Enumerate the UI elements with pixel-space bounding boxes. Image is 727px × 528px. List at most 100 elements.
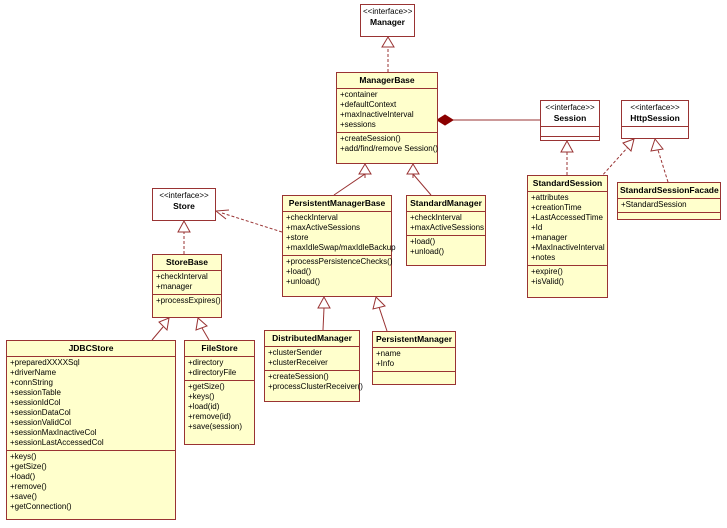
operation: +isValid() (531, 277, 564, 286)
attribute: +sessionMaxInactiveCol (10, 428, 97, 437)
empty-compartment (541, 126, 599, 136)
class-name: DistributedManager (272, 333, 352, 343)
class-header: StoreBase (153, 255, 221, 270)
class-header: StandardManager (407, 196, 485, 211)
class-header: PersistentManagerBase (283, 196, 391, 211)
jdbcstore-class[interactable]: JDBCStore+preparedXXXXSql+driverName+con… (6, 340, 176, 520)
persistentmanagerbase-class[interactable]: PersistentManagerBase+checkInterval+maxA… (282, 195, 396, 297)
operation: +getSize() (10, 462, 47, 471)
stereotype-label: <<interface>> (630, 103, 680, 112)
attributes-compartment: +clusterSender+clusterReceiver (265, 346, 359, 370)
attribute: +manager (156, 282, 193, 291)
stereotype-label: <<interface>> (159, 191, 209, 200)
operations-compartment (373, 371, 455, 381)
attribute: +directory (188, 358, 224, 367)
persistentmanager-extends-pmb (378, 306, 388, 332)
attribute: +creationTime (531, 203, 582, 212)
class-name: PersistentManagerBase (288, 198, 386, 208)
class-header: DistributedManager (265, 331, 359, 346)
realization-arrowhead (560, 139, 574, 153)
pmb-uses-store (221, 212, 283, 233)
attribute: +connString (10, 378, 53, 387)
distributedmanager-class[interactable]: DistributedManager +clusterSender+cluster… (264, 330, 363, 402)
operation: +load(id) (188, 402, 220, 411)
operations-compartment: +processExpires() (153, 294, 221, 308)
class-name: ManagerBase (359, 75, 415, 85)
class-name: FileStore (201, 343, 238, 353)
class-header: FileStore (185, 341, 254, 356)
attribute: +maxIdleSwap/maxIdleBackup (286, 243, 396, 252)
class-name: Store (173, 201, 195, 211)
realization-arrowhead (381, 36, 395, 48)
operation: +getSize() (188, 382, 225, 391)
operations-compartment: +keys()+getSize()+load()+remove()+save()… (7, 450, 175, 514)
attribute: +LastAccessedTime (531, 213, 603, 222)
attribute: +manager (531, 233, 568, 242)
attribute: +directoryFile (188, 368, 237, 377)
standardsession-realizes-httpsession (599, 146, 629, 179)
standardmanager-extends-managerbase (412, 172, 432, 196)
operation: +load() (10, 472, 36, 481)
facade-realizes-httpsession (657, 149, 669, 183)
httpsession-interface[interactable]: <<interface>> HttpSession (621, 100, 689, 139)
empty-compartment (622, 126, 688, 136)
class-name: StoreBase (165, 257, 209, 267)
class-name: Session (553, 113, 587, 123)
operation: +remove(id) (188, 412, 231, 421)
stereotype-label: <<interface>> (363, 7, 413, 16)
managerbase-class[interactable]: ManagerBase+container+defaultContext+max… (336, 72, 438, 164)
class-name: Manager (370, 17, 405, 27)
generalization-arrowhead (158, 317, 170, 332)
manager-interface[interactable]: <<interface>> Manager (360, 4, 415, 37)
standardsession-class[interactable]: StandardSession+attributes+creationTime+… (527, 175, 608, 298)
attribute: +checkInterval (410, 213, 462, 222)
operation: +getConnection() (10, 502, 72, 511)
attribute: +clusterSender (268, 348, 323, 357)
storebase-class[interactable]: StoreBase +checkInterval+manager+processE… (152, 254, 222, 318)
operation: +unload() (286, 277, 321, 286)
persistentmanager-class[interactable]: PersistentManager+name+Info (372, 331, 456, 385)
operations-compartment: +expire()+isValid() (528, 265, 607, 289)
session-interface[interactable]: <<interface>> Session (540, 100, 600, 141)
filestore-class[interactable]: FileStore+directory+directoryFile+getSiz… (184, 340, 255, 445)
realization-arrowhead (177, 219, 191, 233)
standardsessionfacade-class[interactable]: StandardSessionFacade+StandardSession (617, 182, 721, 220)
attribute: +defaultContext (340, 100, 397, 109)
attribute: +sessions (340, 120, 376, 129)
operation: +load() (286, 267, 312, 276)
attributes-compartment: +checkInterval+manager (153, 270, 221, 294)
store-interface[interactable]: <<interface>> Store (152, 188, 216, 221)
generalization-arrowhead (195, 317, 208, 331)
empty-compartment (541, 136, 599, 146)
pmb-extends-managerbase (333, 173, 366, 196)
class-name: JDBCStore (68, 343, 114, 353)
generalization-arrowhead (372, 296, 386, 310)
class-name: StandardManager (410, 198, 482, 208)
attribute: +sessionLastAccessedCol (10, 438, 104, 447)
attributes-compartment: +directory+directoryFile (185, 356, 254, 380)
operation: +save() (10, 492, 37, 501)
dependency-arrowhead (214, 209, 230, 220)
attribute: +maxActiveSessions (286, 223, 361, 232)
realization-arrowhead (650, 137, 664, 152)
operations-compartment: +createSession()+add/find/remove Session… (337, 132, 439, 156)
attribute: +notes (531, 253, 556, 262)
operation: +createSession() (340, 134, 401, 143)
attribute: +clusterReceiver (268, 358, 328, 367)
operations-compartment: +processPersistenceChecks()+load()+unloa… (283, 255, 393, 289)
operation: +load() (410, 237, 436, 246)
class-header: StandardSessionFacade (618, 183, 720, 198)
class-header: JDBCStore (7, 341, 175, 356)
operations-compartment: +getSize()+keys()+load(id)+remove(id)+sa… (185, 380, 254, 434)
class-header: ManagerBase (337, 73, 437, 88)
attributes-compartment: +name+Info (373, 347, 455, 371)
class-name: StandardSession (532, 178, 603, 188)
attribute: +sessionDataCol (10, 408, 71, 417)
attribute: +driverName (10, 368, 57, 377)
operation: +add/find/remove Session() (340, 144, 439, 153)
operation: +processPersistenceChecks() (286, 257, 393, 266)
generalization-arrowhead (317, 295, 331, 309)
attribute: +name (376, 349, 401, 358)
standardmanager-class[interactable]: StandardManager+checkInterval+maxActiveS… (406, 195, 486, 266)
class-header: PersistentManager (373, 332, 455, 347)
